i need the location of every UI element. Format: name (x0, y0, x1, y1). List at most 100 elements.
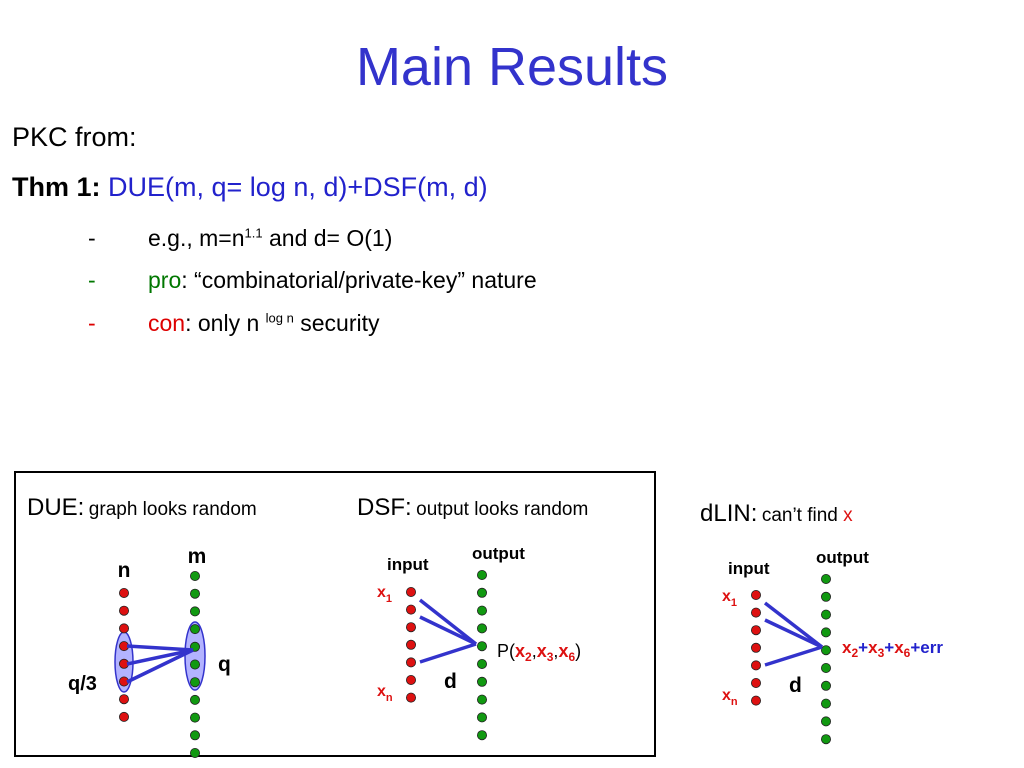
due-output-node (189, 606, 200, 617)
dsf-output-node (476, 570, 487, 581)
due-input-node (119, 711, 130, 722)
due-output-node (189, 694, 200, 705)
bullet-example-text: e.g., m=n (148, 225, 245, 251)
dsf-output-label: output (472, 544, 525, 563)
due-m-label: m (188, 545, 207, 568)
due-subtitle: graph looks random (88, 499, 257, 520)
dlin-output-node (821, 609, 832, 620)
bullet-pro-text: : “combinatorial/private-key” nature (181, 267, 537, 293)
due-output-node (189, 659, 200, 670)
dlin-input-node (751, 590, 762, 601)
dlin-output-node (821, 591, 832, 602)
due-n-label: n (118, 559, 131, 582)
dlin-caption: dLIN: can’t find x (700, 500, 853, 528)
dsf-diagram: input output x1 xn d P(x2,x3,x6) (377, 544, 581, 741)
dsf-output-node (476, 730, 487, 741)
dlin-edge (763, 601, 824, 649)
dlin-xn-label: xn (722, 687, 738, 708)
due-input-node (119, 605, 130, 616)
theorem-label: Thm 1: (12, 172, 101, 202)
pkc-line: PKC from: (12, 122, 137, 152)
dsf-xn-label: xn (377, 683, 393, 704)
dlin-edge (764, 618, 823, 649)
due-output-node (189, 677, 200, 688)
due-right-nodes (189, 571, 200, 759)
dlin-subtitle: can’t find (761, 505, 844, 526)
bullet-example-rest: and d= O(1) (262, 225, 393, 251)
dlin-output-node (821, 680, 832, 691)
bullet-dash-3: - (88, 310, 96, 336)
dlin-output-node (821, 716, 832, 727)
dlin-diagram: input output x1 xn d x2+x3+x6+err (722, 548, 943, 745)
dsf-edge (419, 642, 477, 664)
dsf-input-node (405, 675, 416, 686)
dsf-input-label: input (387, 555, 429, 574)
dlin-subtitle-x: x (843, 505, 853, 526)
dlin-input-node (751, 678, 762, 689)
dlin-output-node (821, 663, 832, 674)
dlin-title: dLIN: (700, 500, 758, 527)
dsf-formula: P(x2,x3,x6) (497, 641, 581, 664)
dsf-output-node (476, 712, 487, 723)
dsf-left-nodes (405, 587, 416, 703)
dsf-right-nodes (476, 570, 487, 741)
dsf-output-node (476, 605, 487, 616)
slide-title: Main Results (355, 37, 669, 97)
bullet-con-text: : only n (185, 310, 266, 336)
due-output-node (189, 730, 200, 741)
dsf-output-node (476, 659, 487, 670)
dlin-input-node (751, 625, 762, 636)
dsf-caption: DSF: output looks random (357, 494, 588, 522)
dlin-input-node (751, 660, 762, 671)
dsf-input-node (405, 604, 416, 615)
dsf-output-node (476, 694, 487, 705)
theorem-text: DUE(m, q= log n, d)+DSF(m, d) (108, 172, 488, 202)
due-output-node (189, 712, 200, 723)
dlin-output-node (821, 627, 832, 638)
dsf-edge (419, 615, 477, 646)
dlin-x1-label: x1 (722, 588, 737, 609)
due-title: DUE: (27, 494, 85, 521)
bullet-pro: pro: “combinatorial/private-key” nature (148, 267, 537, 294)
due-input-node (119, 623, 130, 634)
dsf-input-node (405, 587, 416, 598)
due-input-node (119, 588, 130, 599)
due-output-node (189, 624, 200, 635)
dlin-output-node (821, 698, 832, 709)
bullet-dash-1: - (88, 225, 96, 251)
dsf-edge (418, 598, 478, 646)
due-edge (126, 648, 194, 684)
dlin-left-nodes (751, 590, 762, 706)
due-edge (126, 648, 194, 666)
dlin-right-nodes (821, 574, 832, 745)
dsf-input-node (405, 657, 416, 668)
due-caption: DUE: graph looks random (27, 494, 257, 522)
dsf-x1-label: x1 (377, 584, 392, 605)
dsf-input-node (405, 622, 416, 633)
dlin-edge (764, 645, 823, 667)
bullet-example: e.g., m=n1.1 and d= O(1) (148, 225, 392, 252)
bullet-con: con: only n log n security (148, 310, 379, 337)
dsf-input-node (405, 639, 416, 650)
dsf-input-node (405, 692, 416, 703)
bullet-con-keyword: con (148, 310, 186, 336)
due-output-node (189, 588, 200, 599)
due-q3-label: q/3 (68, 673, 97, 695)
bullet-con-exponent: log n (265, 310, 294, 326)
dlin-input-node (751, 642, 762, 653)
bullet-dash-2: - (88, 267, 96, 293)
due-right-ellipse (184, 621, 206, 691)
dlin-d-label: d (789, 674, 802, 697)
due-output-node (189, 571, 200, 582)
dsf-d-label: d (444, 670, 457, 693)
dlin-output-node (821, 734, 832, 745)
dsf-output-node (476, 623, 487, 634)
dlin-output-node (821, 574, 832, 585)
dlin-input-node (751, 607, 762, 618)
dlin-input-node (751, 695, 762, 706)
due-dsf-box (14, 471, 656, 757)
dlin-output-label: output (816, 548, 869, 567)
due-input-node (119, 694, 130, 705)
theorem-line: Thm 1: DUE(m, q= log n, d)+DSF(m, d) (12, 172, 488, 203)
dlin-output-node (821, 645, 832, 656)
